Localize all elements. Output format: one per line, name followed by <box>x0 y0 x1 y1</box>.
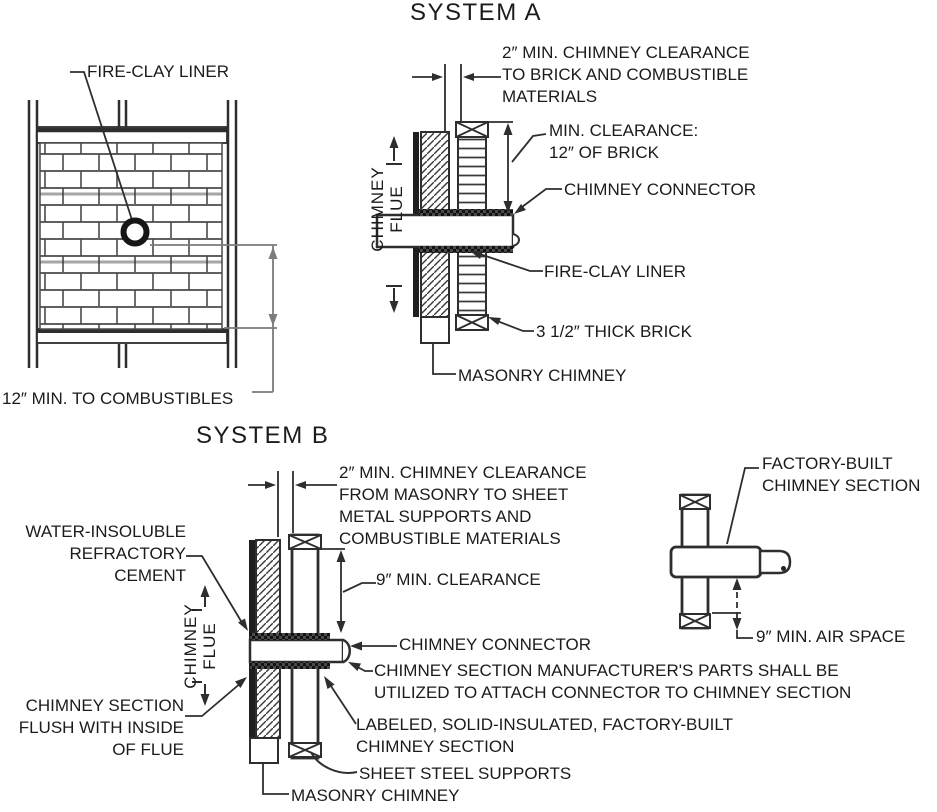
clearance-2in-dimension <box>248 471 337 537</box>
sheet-steel-leader <box>310 751 358 774</box>
min-clearance-label: MIN. CLEARANCE: 12″ OF BRICK <box>549 121 699 162</box>
clearance-2in-dimension <box>412 64 501 131</box>
factory-built-label: FACTORY-BUILT CHIMNEY SECTION <box>762 454 921 495</box>
masonry-chimney-leader <box>262 764 289 795</box>
flush-with-inside-label: CHIMNEY SECTION FLUSH WITH INSIDE OF FLU… <box>18 696 184 759</box>
masonry-chimney-label-a: MASONRY CHIMNEY <box>458 366 627 385</box>
flue-direction-arrows <box>386 136 402 313</box>
masonry-base <box>249 737 279 764</box>
combustibles-dim-label: 12″ MIN. TO COMBUSTIBLES <box>2 389 234 408</box>
refractory-band-top <box>250 633 330 640</box>
brick-cap-top <box>455 121 489 138</box>
manufacturer-note-label: CHIMNEY SECTION MANUFACTURER'S PARTS SHA… <box>374 661 852 702</box>
chimney-flue-label-b: CHIMNEY FLUE <box>181 603 219 689</box>
pipe-end-detail <box>512 233 520 247</box>
system-a-title: SYSTEM A <box>410 0 543 26</box>
flue-liner-circle <box>120 217 150 247</box>
chimney-connector-pipe <box>248 638 345 664</box>
fire-clay-leader <box>470 251 543 272</box>
system-b-title: SYSTEM B <box>196 422 330 449</box>
manufacturer-note-leader <box>348 662 373 672</box>
refractory-band-bottom <box>419 246 513 253</box>
plan-view-masonry-chimney <box>27 71 278 393</box>
thick-brick-label: 3 1/2″ THICK BRICK <box>536 322 692 341</box>
sheet-steel-supports-label: SHEET STEEL SUPPORTS <box>359 764 572 783</box>
connector-body <box>669 545 763 579</box>
clearance-9in-dimension <box>322 548 376 633</box>
pipe-end-detail <box>342 638 351 664</box>
fire-clay-liner-section-label: FIRE-CLAY LINER <box>544 262 687 281</box>
refractory-band-top <box>419 209 513 216</box>
system-a-section <box>375 64 562 375</box>
chimney-flue-label-a: CHIMNEY FLUE <box>368 166 406 252</box>
min-clearance-leader <box>511 133 547 163</box>
water-insoluble-label: WATER-INSOLUBLE REFRACTORY CEMENT <box>25 522 186 585</box>
flush-with-flue-leader <box>185 677 247 717</box>
labeled-section-leader <box>324 676 357 725</box>
stub-detail-dot <box>781 566 786 571</box>
factory-built-assembly <box>669 467 792 639</box>
masonry-base <box>420 316 450 344</box>
system-b-section <box>185 471 397 795</box>
air-space-label: 9″ MIN. AIR SPACE <box>756 627 906 646</box>
connector-leader <box>514 188 562 214</box>
fire-clay-liner-leader <box>70 71 134 224</box>
refractory-band-bottom <box>250 662 330 669</box>
chimney-connector-label-a: CHIMNEY CONNECTOR <box>564 180 757 199</box>
sheet-steel-support-bottom <box>288 742 322 758</box>
masonry-chimney-label-b: MASONRY CHIMNEY <box>291 786 460 805</box>
factory-built-leader <box>726 467 759 545</box>
clearance-note-b: 2″ MIN. CHIMNEY CLEARANCE FROM MASONRY T… <box>339 463 587 548</box>
flue-direction-arrows <box>192 585 210 706</box>
min-clearance-9-label: 9″ MIN. CLEARANCE <box>376 570 541 589</box>
chimney-connector-label-b: CHIMNEY CONNECTOR <box>399 635 592 654</box>
refractory-cement-leader <box>186 555 248 631</box>
sheet-steel-support-top <box>288 534 322 550</box>
clearance-note-a: 2″ MIN. CHIMNEY CLEARANCE TO BRICK AND C… <box>502 43 750 106</box>
fire-clay-liner-plan-label: FIRE-CLAY LINER <box>87 62 230 81</box>
brick-12in-dimension <box>488 121 513 213</box>
air-space-dimension <box>712 578 753 639</box>
support-cap-bottom <box>679 613 711 629</box>
thick-brick-leader <box>488 317 534 332</box>
chimney-connector-pipe <box>375 213 515 249</box>
brick-cap-bottom <box>455 314 489 331</box>
labeled-section-label: LABELED, SOLID-INSULATED, FACTORY-BUILT … <box>356 715 733 756</box>
masonry-chimney-leader <box>432 344 456 375</box>
connector-leader <box>350 641 397 651</box>
combustibles-dimension <box>150 244 278 393</box>
support-cap-top <box>679 494 711 510</box>
